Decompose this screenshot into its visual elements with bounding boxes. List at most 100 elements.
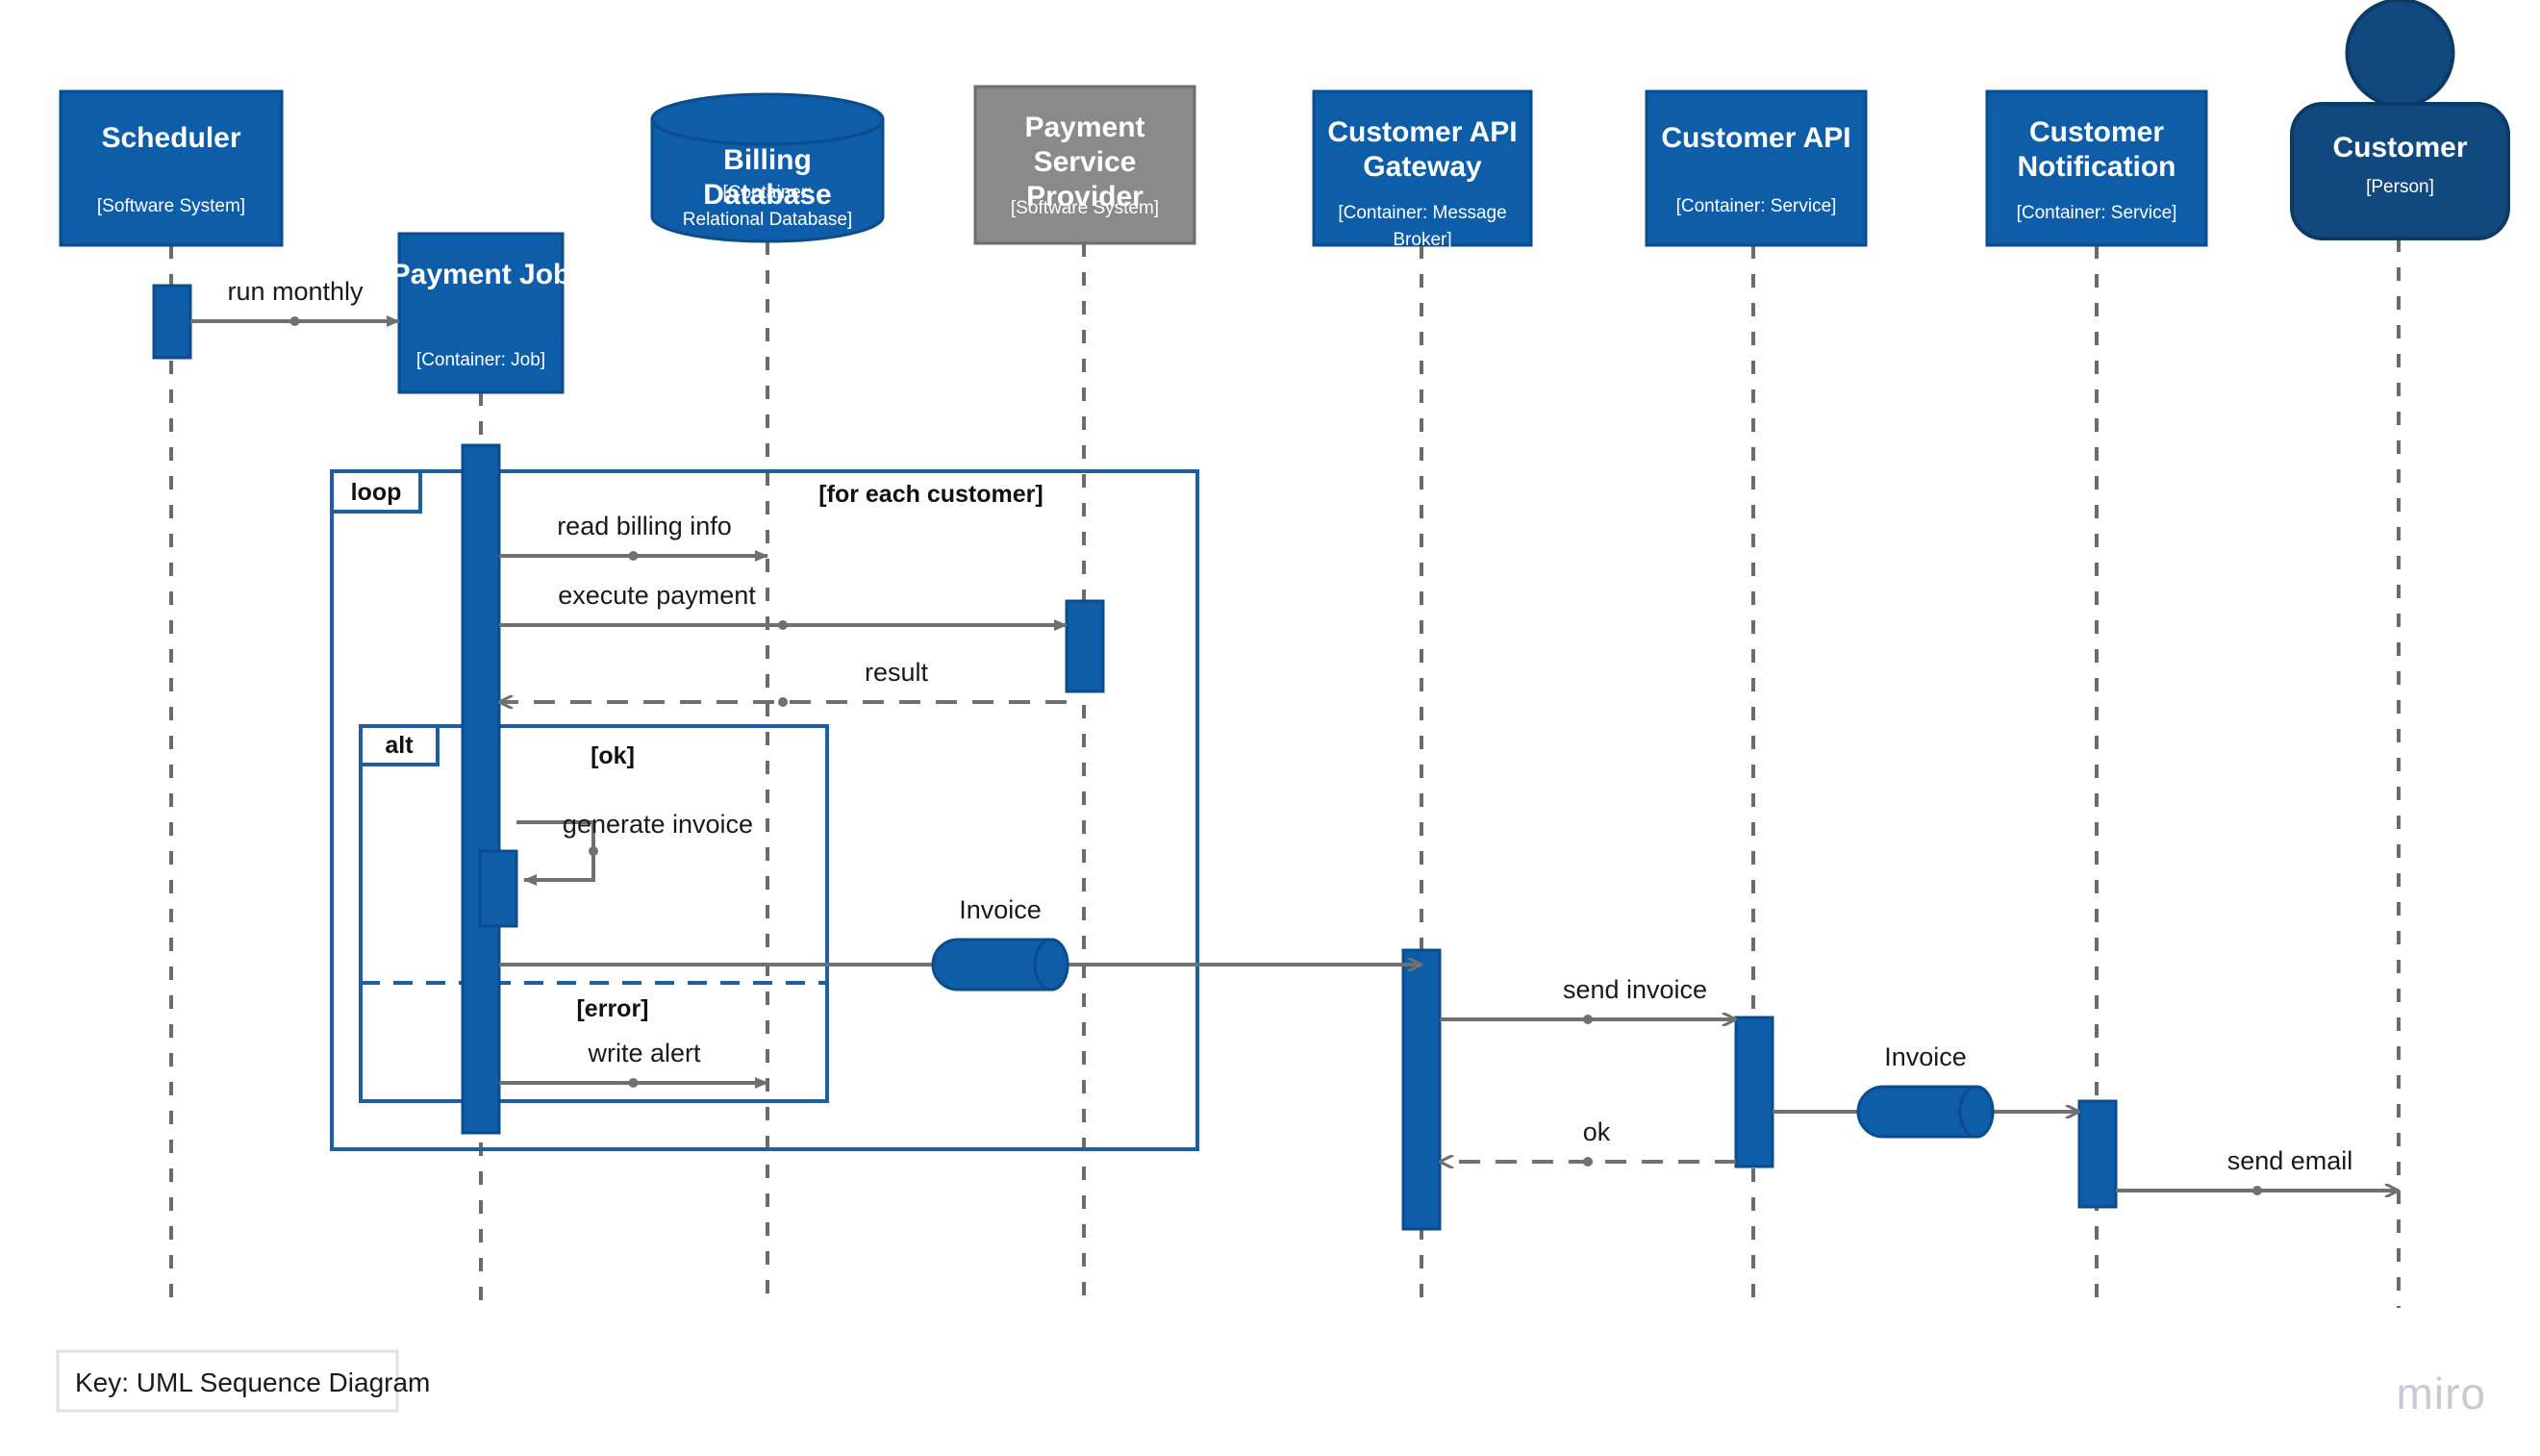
message-m8: send invoice <box>1440 975 1736 1024</box>
message-m7: write alert <box>499 1039 768 1089</box>
db-cylinder-body-billing-db <box>650 117 885 243</box>
fragments-layer: loop[for each customer]alt [ok] [error] <box>330 469 1199 1151</box>
artifact-label-invoice-1: Invoice <box>959 895 1042 924</box>
message-dot-m4 <box>778 697 788 707</box>
message-label-m2: read billing info <box>557 512 732 540</box>
participant-tech-customer-api: [Container: Service] <box>1676 196 1837 216</box>
participant-box-cust-notify <box>1985 89 2208 247</box>
message-m10: ok <box>1440 1117 1736 1167</box>
participant-title-scheduler: Scheduler <box>101 122 240 154</box>
participant-title-customer: Customer <box>2332 132 2467 163</box>
message-dot-m11 <box>2252 1186 2262 1195</box>
participant-box-scheduler <box>59 89 284 247</box>
message-dot-m10 <box>1583 1157 1593 1167</box>
loop-fragment-border <box>330 469 1199 1151</box>
message-label-m4: result <box>865 658 929 687</box>
participant-title-cust-notify: Customer <box>2029 116 2164 148</box>
participant-title-billing-db: Billing <box>723 144 812 176</box>
message-label-m1: run monthly <box>227 277 364 306</box>
activation-act-job-main <box>461 443 501 1135</box>
participant-tech-api-gateway: Broker] <box>1393 230 1451 250</box>
message-dot-m8 <box>1583 1015 1593 1024</box>
artifact-label-invoice-2: Invoice <box>1884 1042 1967 1071</box>
participant-tech-billing-db: [Container: <box>723 183 813 203</box>
participant-box-psp <box>973 85 1196 245</box>
message-m4: result <box>499 658 1067 707</box>
participant-tech-payment-job: [Container: Job] <box>416 350 545 370</box>
participant-title-api-gateway: Gateway <box>1363 151 1482 183</box>
participant-tech-cust-notify: [Container: Service] <box>2017 203 2177 223</box>
message-m1: run monthly <box>190 277 400 327</box>
activation-act-scheduler <box>152 284 192 360</box>
alt-fragment-tag-box <box>359 724 440 766</box>
artifact-invoice-1: Invoice <box>931 895 1069 992</box>
message-dot-m1 <box>289 316 300 326</box>
message-dot-m7 <box>628 1078 639 1088</box>
participant-title-api-gateway: Customer API <box>1327 116 1517 148</box>
artifact-invoice-2: Invoice <box>1856 1042 1995 1139</box>
activation-act-job-nested <box>478 849 518 928</box>
alt-fragment: alt [ok] [error] <box>359 724 829 1103</box>
participant-title-psp: Service <box>1034 146 1137 178</box>
annotations-layer: Key: UML Sequence Diagram miro <box>56 1349 2486 1418</box>
message-m3: execute payment <box>499 581 1068 631</box>
message-label-m11: send email <box>2227 1146 2353 1175</box>
alt-fragment-border <box>359 724 829 1103</box>
participant-scheduler[interactable]: Scheduler [Software System] <box>59 89 284 247</box>
alt-fragment-divider-guard-0: [error] <box>576 995 648 1022</box>
participant-tech-scheduler: [Software System] <box>97 196 245 216</box>
person-head-customer <box>2345 0 2455 108</box>
db-cylinder-top-billing-db <box>650 92 885 146</box>
messages-layer: run monthly read billing info execute paym… <box>190 277 2399 1195</box>
message-label-m3: execute payment <box>558 581 756 610</box>
participant-title-psp: Provider <box>1026 181 1144 213</box>
participant-tech-api-gateway: [Container: Message <box>1338 203 1506 223</box>
activation-act-notify <box>2077 1099 2118 1209</box>
message-label-m10: ok <box>1583 1117 1611 1146</box>
participants-layer: Scheduler [Software System] Payment Job [Co… <box>59 0 2510 394</box>
participant-title-cust-notify: Notification <box>2018 151 2176 183</box>
participant-customer-api[interactable]: Customer API [Container: Service] <box>1645 89 1868 247</box>
participant-box-payment-job <box>397 232 565 394</box>
person-body-customer <box>2290 102 2510 240</box>
participant-tech-customer: [Person] <box>2366 177 2434 197</box>
message-m11: send email <box>2116 1146 2399 1195</box>
message-dot-m3 <box>778 620 788 630</box>
activation-act-custapi <box>1734 1016 1774 1168</box>
activations-layer <box>152 284 2118 1231</box>
message-label-m5: generate invoice <box>563 810 753 839</box>
loop-fragment-tag-label: loop <box>351 479 402 506</box>
message-dot-m5 <box>589 846 598 856</box>
participant-tech-billing-db: Relational Database] <box>683 210 852 230</box>
message-m5: generate invoice <box>516 810 753 886</box>
participant-title-customer-api: Customer API <box>1661 122 1850 154</box>
alt-fragment-guard-label: [ok] <box>591 742 635 769</box>
participant-box-customer-api <box>1645 89 1868 247</box>
participant-title-psp: Payment <box>1024 112 1144 143</box>
key-label: Key: UML Sequence Diagram <box>75 1368 430 1397</box>
message-label-m7: write alert <box>587 1039 701 1067</box>
message-dot-m2 <box>628 551 639 561</box>
message-m2: read billing info <box>499 512 768 562</box>
activation-act-psp <box>1065 599 1105 693</box>
participant-payment-job[interactable]: Payment Job [Container: Job] <box>391 232 571 394</box>
loop-fragment-tag-box <box>330 469 422 514</box>
participant-tech-psp: [Software System] <box>1011 198 1159 218</box>
participant-title-billing-db: Database <box>703 179 831 211</box>
key-box <box>56 1349 399 1413</box>
participant-customer[interactable]: Customer [Person] <box>2290 0 2510 240</box>
activation-act-gateway <box>1401 948 1442 1231</box>
artifact-cap-invoice-1 <box>1033 938 1069 992</box>
participant-title-payment-job: Payment Job <box>391 259 571 290</box>
alt-fragment-tag-label: alt <box>385 732 414 759</box>
miro-watermark: miro <box>2397 1368 2486 1418</box>
artifact-cap-invoice-2 <box>1958 1085 1995 1139</box>
loop-fragment: loop[for each customer] <box>330 469 1199 1151</box>
